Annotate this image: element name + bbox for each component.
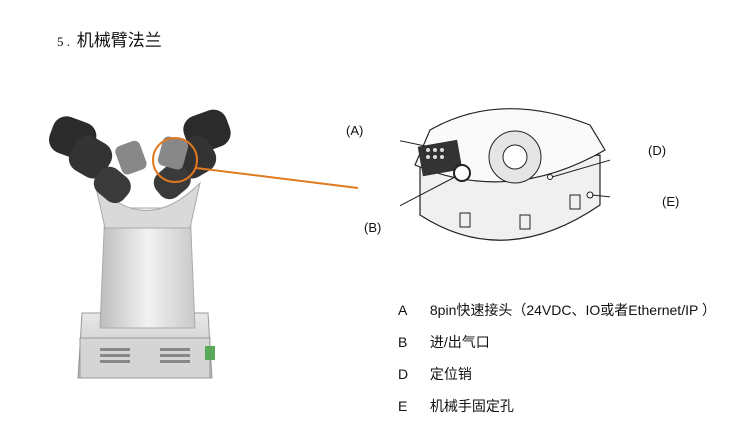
legend-text: 进/出气口 [429, 334, 490, 350]
legend-letter: D [398, 366, 409, 382]
callout-d: (D) [648, 143, 667, 158]
legend-letter: A [398, 302, 408, 318]
legend-letter: B [398, 334, 408, 350]
legend-item-d: D 定位销 [398, 364, 472, 384]
callout-a: (A) [346, 123, 364, 138]
robot-illustration [48, 109, 231, 379]
section-title: 5 . 机械臂法兰 [57, 26, 162, 51]
legend-text: 定位销 [429, 366, 472, 382]
legend-item-a: A 8pin快速接头（24VDC、IO或者Ethernet/IP ） [398, 300, 716, 320]
legend-letter: E [398, 398, 408, 414]
legend-item-b: B 进/出气口 [398, 332, 490, 352]
section-number: 5 . [57, 34, 70, 49]
callout-e: (E) [662, 194, 680, 209]
legend-item-e: E 机械手固定孔 [398, 396, 514, 416]
callout-b: (B) [364, 220, 382, 235]
section-heading: 机械臂法兰 [76, 31, 162, 50]
legend-text: 8pin快速接头（24VDC、IO或者Ethernet/IP ） [429, 302, 716, 318]
legend-text: 机械手固定孔 [429, 398, 514, 414]
flange-illustration [400, 108, 610, 241]
